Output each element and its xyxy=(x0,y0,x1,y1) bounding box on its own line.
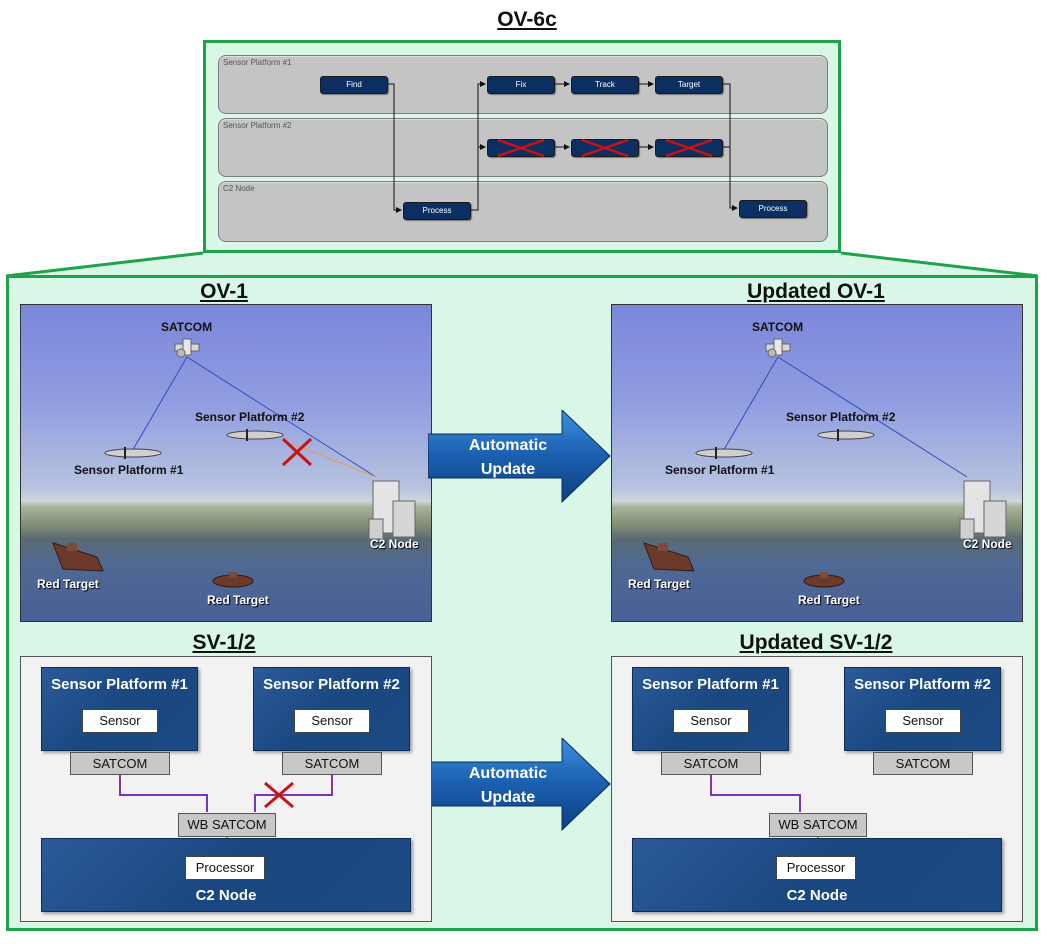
red-target-label: Red Target xyxy=(207,593,269,607)
processor-box: Processor xyxy=(776,856,856,880)
ship-icon xyxy=(643,542,695,572)
block-title: Sensor Platform #1 xyxy=(51,676,188,693)
updated-sv12-panel: Sensor Platform #1 Sensor Platform #2 Se… xyxy=(611,656,1023,922)
removed-activity-x-marks xyxy=(497,138,713,158)
satcom-box: SATCOM xyxy=(70,752,170,775)
red-target-label: Red Target xyxy=(628,577,690,591)
flow-lines xyxy=(386,81,738,213)
satellite-icon xyxy=(174,338,200,358)
automatic-update-label-bottom: Automatic Update xyxy=(440,762,576,810)
satcom-label: SATCOM xyxy=(752,320,804,334)
sensor-box: Sensor xyxy=(673,709,749,733)
arrow-line-1: Automatic xyxy=(468,765,548,782)
activity-find: Find xyxy=(320,76,388,94)
lane-label: Sensor Platform #2 xyxy=(223,121,292,130)
satellite-icon xyxy=(765,338,791,358)
drone-icon xyxy=(695,447,753,459)
activity-process-2: Process xyxy=(739,200,807,218)
ov1-title: OV-1 xyxy=(200,280,248,303)
c2-node-label: C2 Node xyxy=(963,537,1012,551)
sensor-platform-1-label: Sensor Platform #1 xyxy=(74,463,184,477)
ov1-links xyxy=(52,338,416,588)
ov6c-frame: Sensor Platform #1 Sensor Platform #2 C2… xyxy=(203,40,841,253)
ov6c-title: OV-6c xyxy=(497,8,557,31)
c2-node-label: C2 Node xyxy=(370,537,419,551)
ship-icon xyxy=(803,572,845,588)
satcom-box: SATCOM xyxy=(282,752,382,775)
drone-icon xyxy=(104,447,162,459)
updated-sv12-title: Updated SV-1/2 xyxy=(739,631,893,654)
wb-satcom-box: WB SATCOM xyxy=(769,813,867,837)
drone-icon xyxy=(226,429,284,441)
updated-ov1-title: Updated OV-1 xyxy=(747,280,885,303)
arrow-line-2: Update xyxy=(480,461,536,478)
updated-ov1-scene: SATCOM Sensor Platform #2 Sensor Platfor… xyxy=(611,304,1023,622)
wb-satcom-box: WB SATCOM xyxy=(178,813,276,837)
red-target-label: Red Target xyxy=(798,593,860,607)
sv12-panel: Sensor Platform #1 Sensor Platform #2 Se… xyxy=(20,656,432,922)
ov1-scene: SATCOM Sensor Platform #2 Sensor Platfor… xyxy=(20,304,432,622)
red-target-label: Red Target xyxy=(37,577,99,591)
sensor-box: Sensor xyxy=(82,709,158,733)
satcom-label: SATCOM xyxy=(161,320,213,334)
processor-box: Processor xyxy=(185,856,265,880)
satcom-box: SATCOM xyxy=(873,752,973,775)
building-icon xyxy=(959,480,1007,540)
updated-ov1-links xyxy=(643,338,1007,588)
block-title: C2 Node xyxy=(195,887,257,904)
arrow-line-1: Automatic xyxy=(468,437,548,454)
sensor-platform-2-label: Sensor Platform #2 xyxy=(195,410,305,424)
activity-fix: Fix xyxy=(487,76,555,94)
lane-label: Sensor Platform #1 xyxy=(223,58,292,67)
block-title: Sensor Platform #2 xyxy=(263,676,400,693)
sensor-platform-2-label: Sensor Platform #2 xyxy=(786,410,896,424)
automatic-update-arrow-bottom xyxy=(428,738,611,832)
building-icon xyxy=(368,480,416,540)
block-title: Sensor Platform #1 xyxy=(642,676,779,693)
arrow-line-2: Update xyxy=(480,789,536,806)
lane-label: C2 Node xyxy=(223,184,255,193)
lane-c2-node: C2 Node xyxy=(218,181,828,242)
block-title: Sensor Platform #2 xyxy=(854,676,991,693)
satcom-box: SATCOM xyxy=(661,752,761,775)
sensor-platform-1-label: Sensor Platform #1 xyxy=(665,463,775,477)
activity-track: Track xyxy=(571,76,639,94)
automatic-update-arrow-top xyxy=(428,410,611,504)
ship-icon xyxy=(212,572,254,588)
activity-target: Target xyxy=(655,76,723,94)
activity-process-1: Process xyxy=(403,202,471,220)
sensor-box: Sensor xyxy=(294,709,370,733)
ship-icon xyxy=(52,542,104,572)
sensor-box: Sensor xyxy=(885,709,961,733)
drone-icon xyxy=(817,429,875,441)
automatic-update-label-top: Automatic Update xyxy=(440,434,576,482)
block-title: C2 Node xyxy=(786,887,848,904)
sv12-title: SV-1/2 xyxy=(192,631,256,654)
